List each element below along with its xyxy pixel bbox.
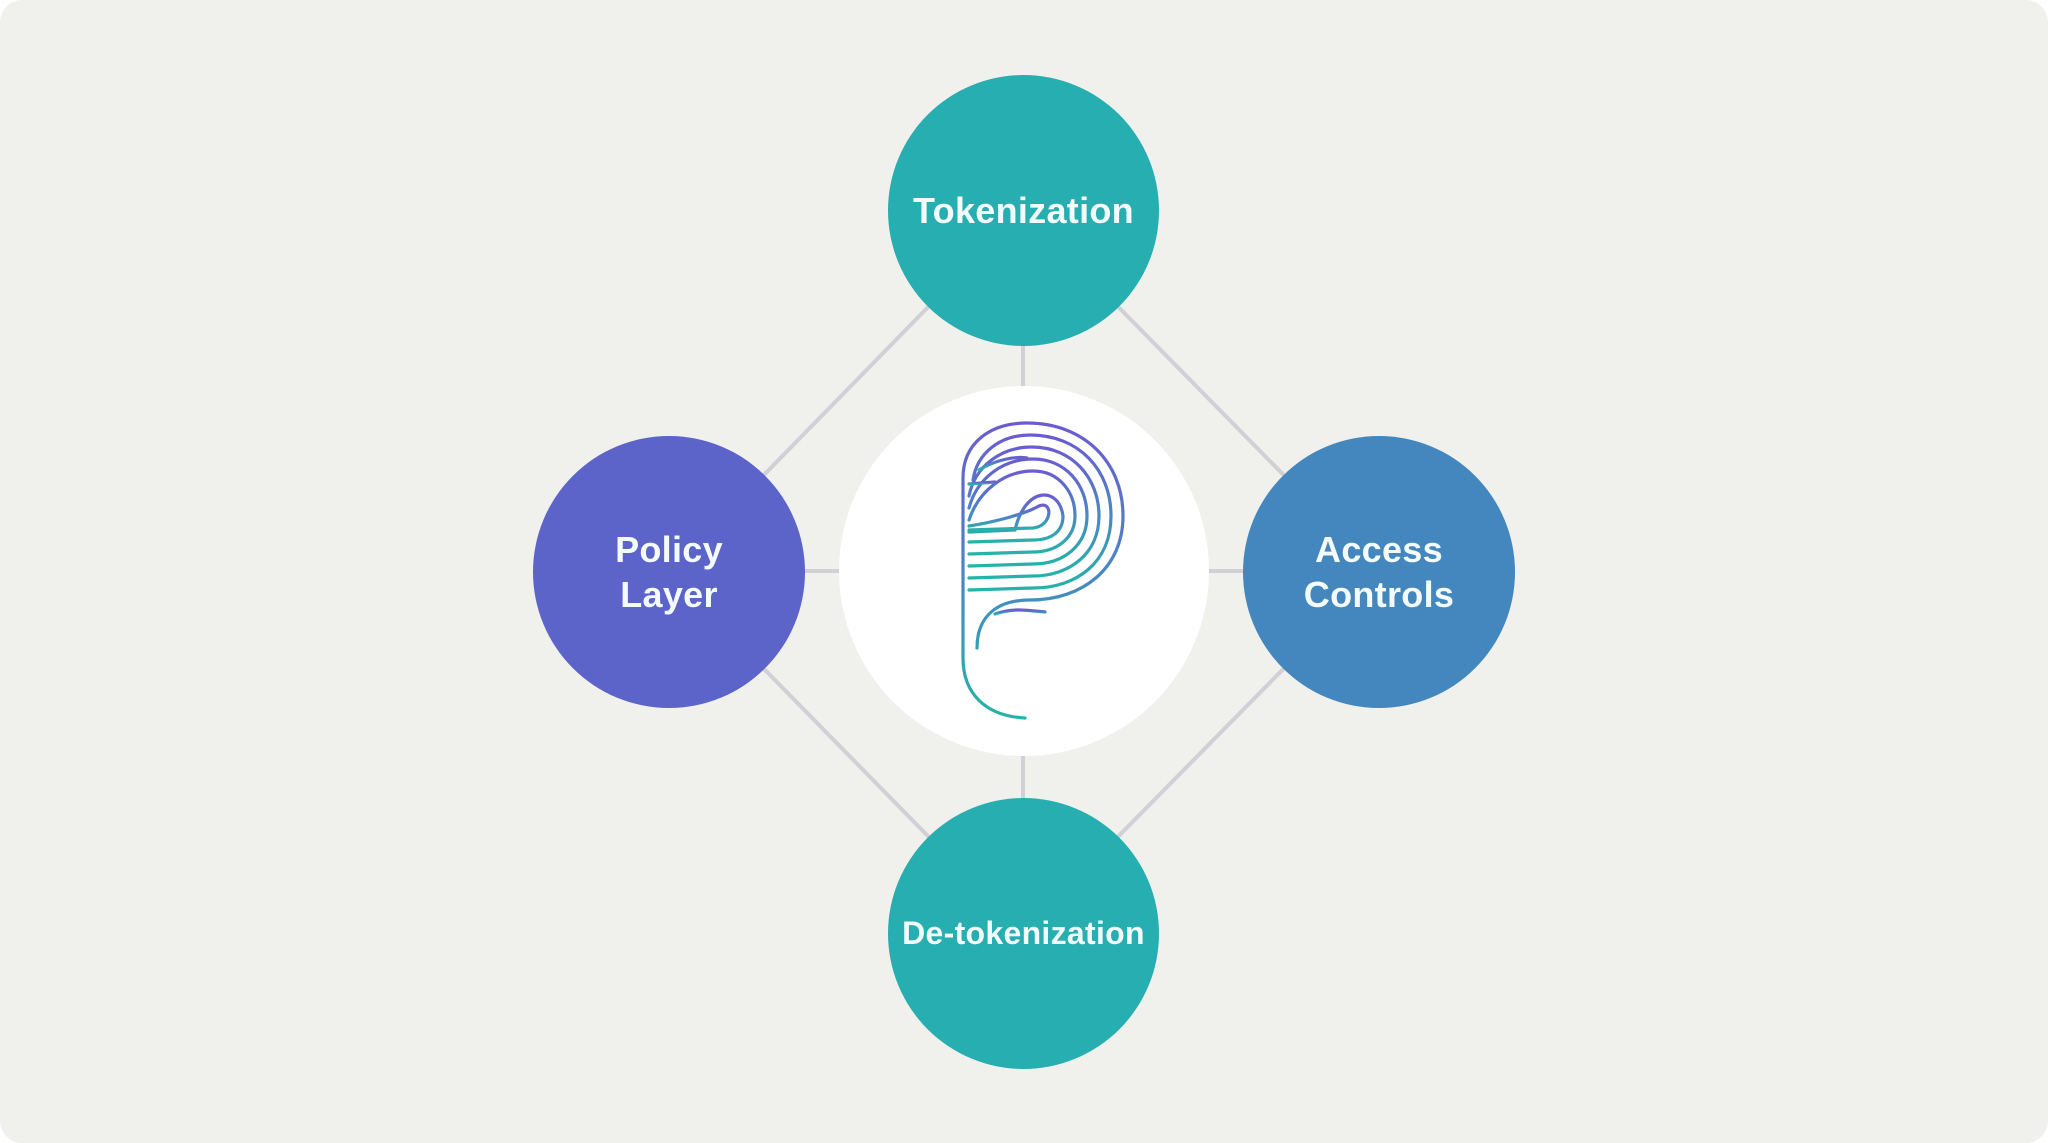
node-label-line-2: Layer [620, 574, 718, 615]
fingerprint-p-logo-icon [961, 421, 1125, 722]
node-label-line-2: Controls [1303, 574, 1455, 615]
node-access-controls: Access Controls [1243, 436, 1515, 708]
node-de-tokenization: De-tokenization [888, 798, 1159, 1069]
node-label-line-1: Access [1315, 529, 1443, 570]
node-tokenization: Tokenization [888, 75, 1159, 346]
node-label: Policy Layer [615, 527, 723, 617]
node-label: Tokenization [913, 190, 1134, 231]
node-label-line-1: Policy [615, 529, 723, 570]
node-policy-layer: Policy Layer [533, 436, 805, 708]
node-label: Access Controls [1304, 527, 1454, 617]
node-label: De-tokenization [902, 915, 1145, 951]
